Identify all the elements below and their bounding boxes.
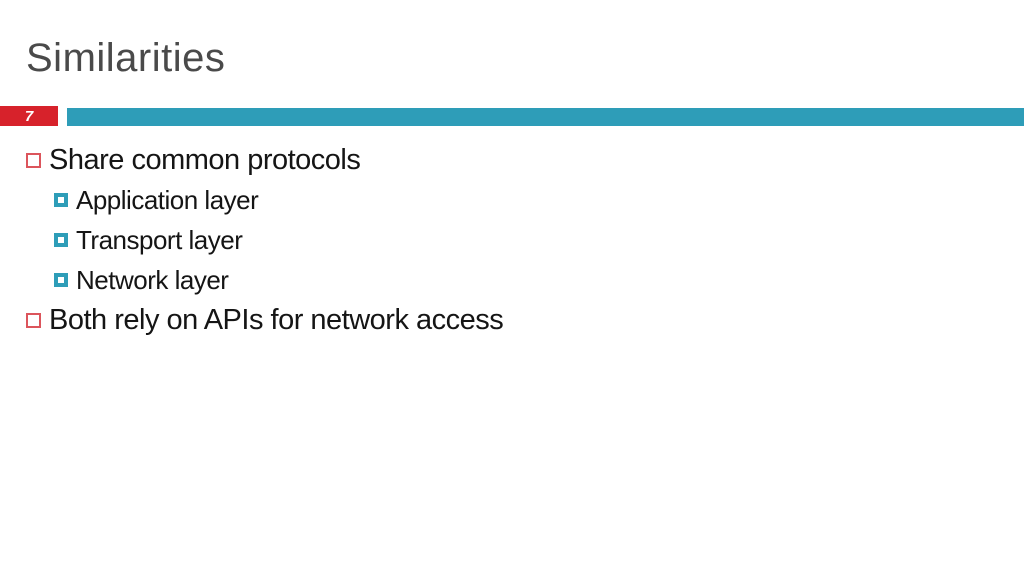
list-item: Share common protocols: [26, 140, 1024, 180]
list-item: Both rely on APIs for network access: [26, 300, 1024, 340]
hollow-square-bullet-icon: [26, 152, 41, 168]
teal-divider-bar: [67, 108, 1024, 126]
page-title: Similarities: [26, 36, 226, 80]
list-item-text: Share common protocols: [49, 143, 361, 176]
title-divider-band: 7: [0, 106, 1024, 126]
page-number-box: 7: [0, 106, 58, 126]
list-item-text: Application layer: [76, 184, 259, 215]
filled-square-bullet-icon: [54, 233, 68, 247]
list-item: Application layer: [26, 180, 1024, 220]
filled-square-bullet-icon: [54, 273, 68, 287]
list-item-text: Network layer: [76, 264, 229, 295]
filled-square-bullet-icon: [54, 193, 68, 207]
list-item-text: Both rely on APIs for network access: [49, 303, 504, 336]
bullet-list: Share common protocols Application layer…: [26, 140, 1024, 340]
list-item-text: Transport layer: [76, 224, 243, 255]
page-number: 7: [24, 107, 34, 125]
list-item: Network layer: [26, 260, 1024, 300]
list-item: Transport layer: [26, 220, 1024, 260]
hollow-square-bullet-icon: [26, 312, 41, 328]
